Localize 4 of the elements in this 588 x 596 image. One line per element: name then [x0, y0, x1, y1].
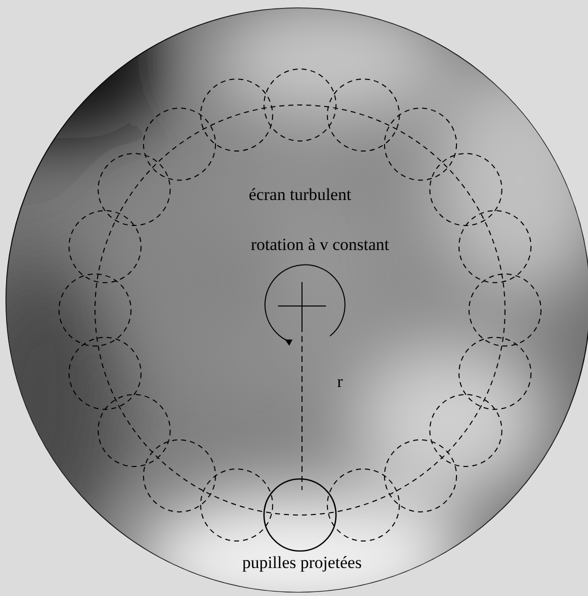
screen-label: écran turbulent: [248, 185, 352, 205]
pupil-label: pupilles projetées: [242, 553, 362, 573]
rotation-label: rotation à v constant: [250, 235, 390, 255]
radius-label: r: [337, 372, 343, 392]
